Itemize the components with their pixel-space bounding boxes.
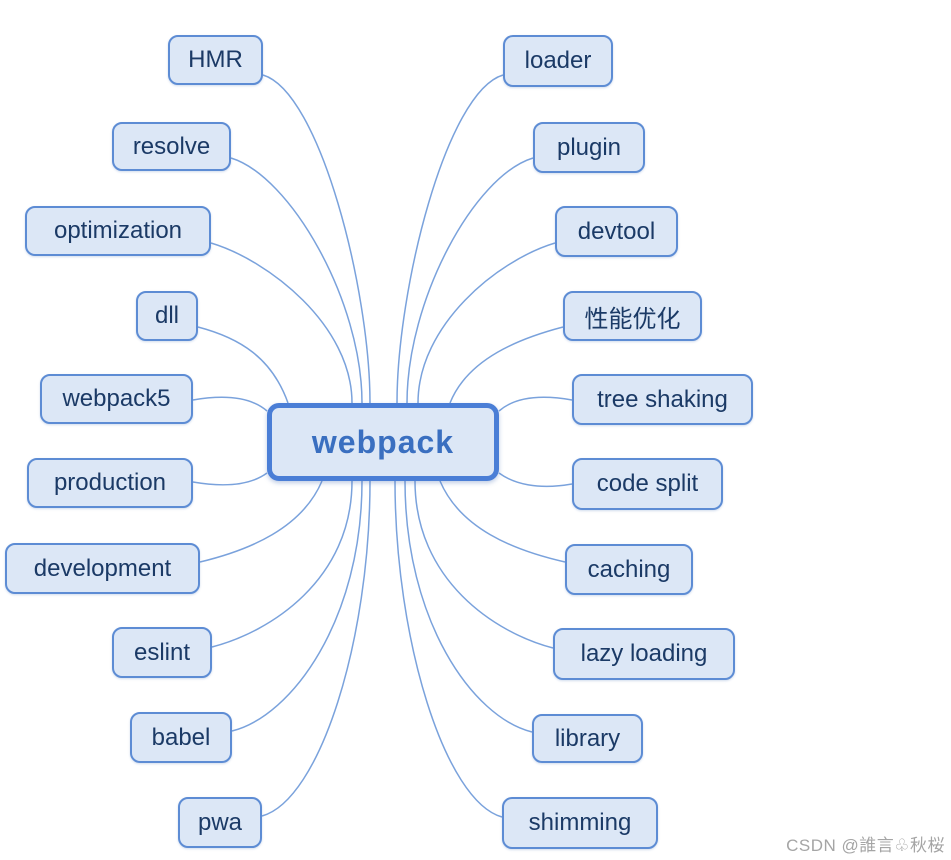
edge-devtool (417, 242, 556, 404)
node-library[interactable]: library (532, 714, 643, 763)
node-hmr[interactable]: HMR (168, 35, 263, 85)
edge-pwa (261, 480, 371, 817)
node-caching[interactable]: caching (565, 544, 693, 595)
edge-tree-shaking (498, 396, 573, 412)
edge-lazy-loading (414, 480, 554, 649)
node-pwa[interactable]: pwa (178, 797, 262, 848)
node-shimming[interactable]: shimming (502, 797, 658, 849)
csdn-watermark: CSDN @誰言♧秋桜 (786, 836, 945, 855)
edge-production (192, 472, 268, 486)
node-loader[interactable]: loader (503, 35, 613, 87)
edge-plugin (406, 157, 534, 404)
node-optimization[interactable]: optimization (25, 206, 211, 256)
edge-optimization (210, 242, 353, 404)
edge-eslint (211, 480, 353, 648)
edge-performance (449, 326, 564, 404)
edge-hmr (262, 74, 371, 404)
edge-webpack5 (192, 396, 268, 412)
edge-resolve (230, 157, 363, 404)
node-performance-optimization[interactable]: 性能优化 (563, 291, 702, 341)
edge-dll (197, 326, 289, 404)
node-webpack5[interactable]: webpack5 (40, 374, 193, 424)
node-tree-shaking[interactable]: tree shaking (572, 374, 753, 425)
node-development[interactable]: development (5, 543, 200, 594)
edge-loader (396, 74, 504, 404)
edge-code-split (498, 472, 573, 488)
node-dll[interactable]: dll (136, 291, 198, 341)
edge-shimming (394, 480, 503, 818)
node-eslint[interactable]: eslint (112, 627, 212, 678)
node-lazy-loading[interactable]: lazy loading (553, 628, 735, 680)
node-devtool[interactable]: devtool (555, 206, 678, 257)
node-babel[interactable]: babel (130, 712, 232, 763)
node-production[interactable]: production (27, 458, 193, 508)
edge-library (404, 480, 533, 733)
node-webpack-root[interactable]: webpack (267, 403, 499, 481)
edge-babel (231, 480, 363, 732)
edge-caching (439, 480, 566, 563)
node-code-split[interactable]: code split (572, 458, 723, 510)
node-plugin[interactable]: plugin (533, 122, 645, 173)
edge-development (199, 480, 323, 563)
node-resolve[interactable]: resolve (112, 122, 231, 171)
